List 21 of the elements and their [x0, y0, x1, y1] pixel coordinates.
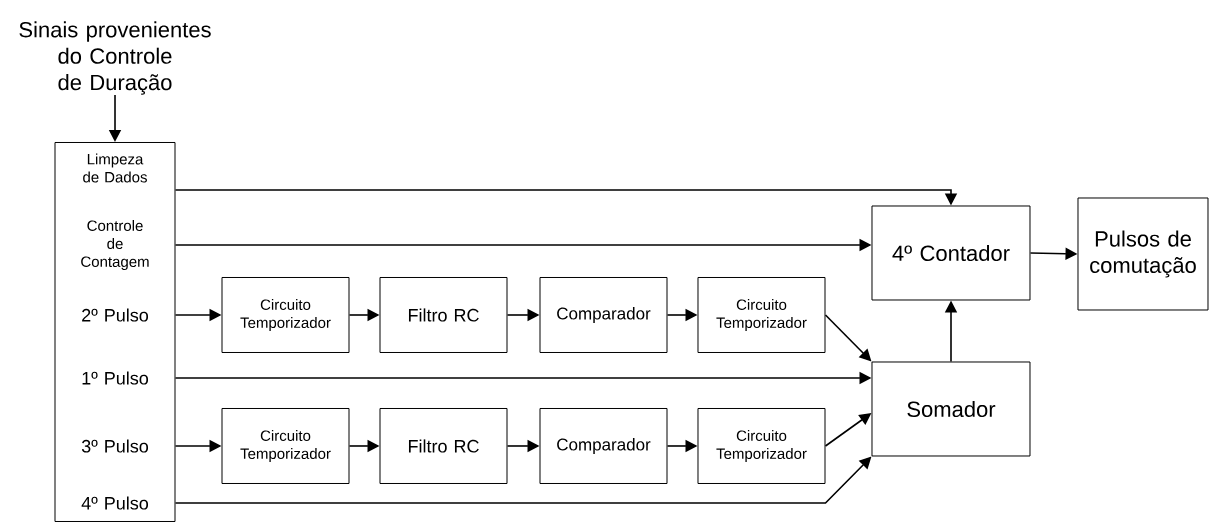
block-box: Pulsos de comutação	[1077, 197, 1209, 311]
block-box: Circuito Temporizador	[221, 277, 350, 353]
signal-label: 2º Pulso	[82, 308, 149, 322]
signal-label: 3º Pulso	[81, 439, 149, 453]
block-box: Comparador	[539, 277, 668, 353]
block-box: Filtro RC	[379, 277, 508, 353]
signal-label: Controle de Contagem	[81, 220, 149, 270]
block-box: 4º Contador	[871, 205, 1031, 301]
arrow	[824, 314, 872, 362]
block-box: Filtro RC	[379, 408, 508, 484]
block-box: Circuito Temporizador	[221, 408, 350, 484]
block-box: Somador	[871, 361, 1031, 457]
block-box: Circuito Temporizador	[697, 277, 826, 353]
block-box: Comparador	[539, 408, 668, 484]
signal-panel	[54, 142, 176, 522]
block-box: Circuito Temporizador	[697, 408, 826, 484]
signal-label: 4º Pulso	[81, 496, 149, 510]
signal-label: 1º Pulso	[82, 371, 149, 385]
arrow	[174, 456, 872, 504]
source-label: Sinais provenientes do Controle de Duração	[19, 21, 211, 95]
signal-label: Limpeza de Dados	[83, 153, 147, 183]
